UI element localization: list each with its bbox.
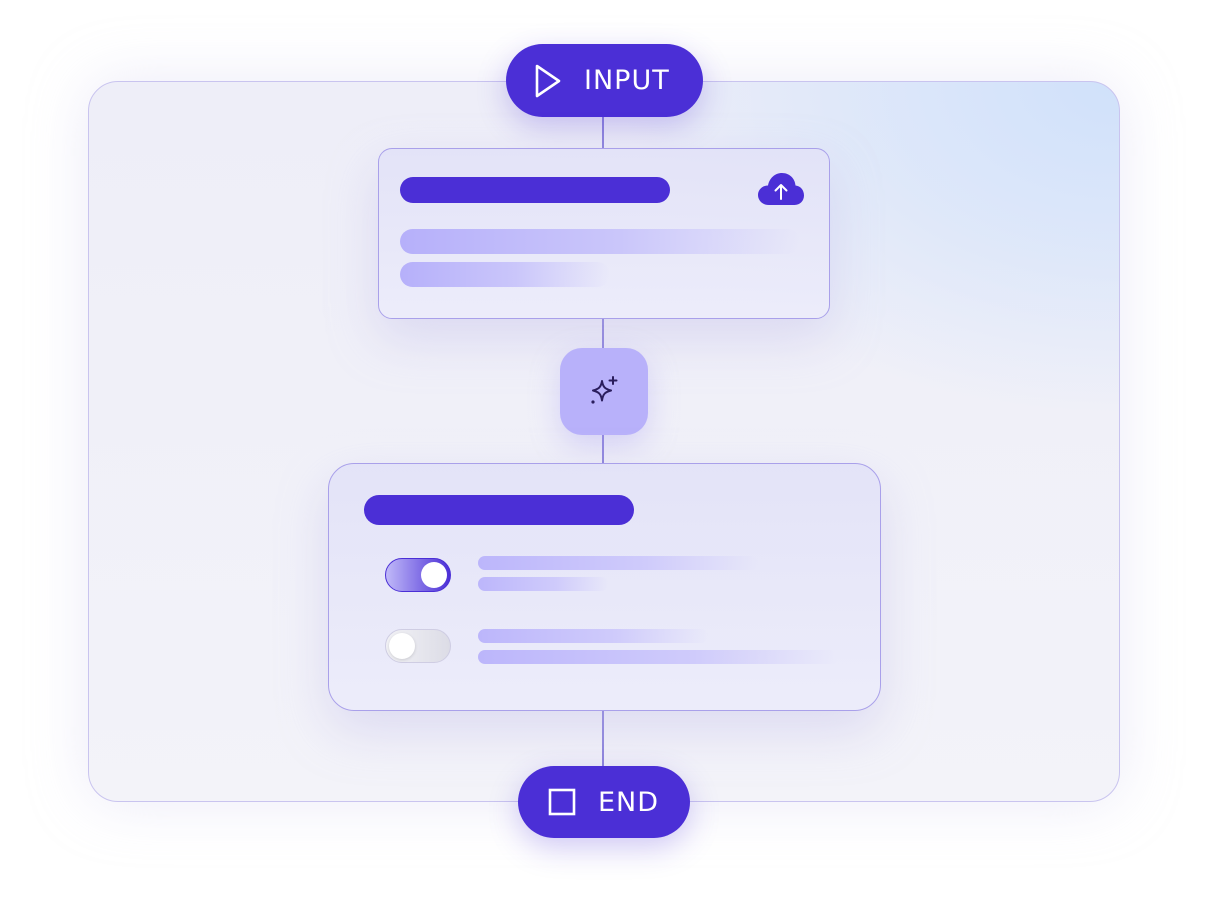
stop-square-icon	[548, 788, 576, 816]
toggle-knob	[421, 561, 447, 588]
end-node[interactable]: END	[518, 766, 690, 838]
toggle-switch-on[interactable]	[385, 558, 451, 592]
sparkles-icon	[591, 375, 618, 404]
connector-output-to-end	[602, 710, 604, 767]
input-card-text-line	[400, 262, 610, 287]
connector-input-to-card	[602, 116, 604, 149]
option-text-line	[478, 650, 838, 664]
toggle-switch-off[interactable]	[385, 629, 451, 663]
input-node-label: INPUT	[584, 65, 670, 96]
input-card-text-line	[400, 229, 800, 254]
ai-step-node[interactable]	[560, 348, 648, 435]
output-card-title-placeholder	[364, 495, 634, 525]
play-icon	[535, 64, 561, 97]
connector-card-to-ai	[602, 318, 604, 349]
connector-ai-to-output	[602, 434, 604, 464]
cloud-upload-icon[interactable]	[757, 172, 805, 208]
option-text-line	[478, 577, 608, 591]
input-node[interactable]: INPUT	[506, 44, 703, 117]
option-text-line	[478, 629, 708, 643]
toggle-knob	[389, 632, 415, 659]
end-node-label: END	[598, 786, 660, 818]
option-text-line	[478, 556, 758, 570]
input-card-title-placeholder	[400, 177, 670, 203]
